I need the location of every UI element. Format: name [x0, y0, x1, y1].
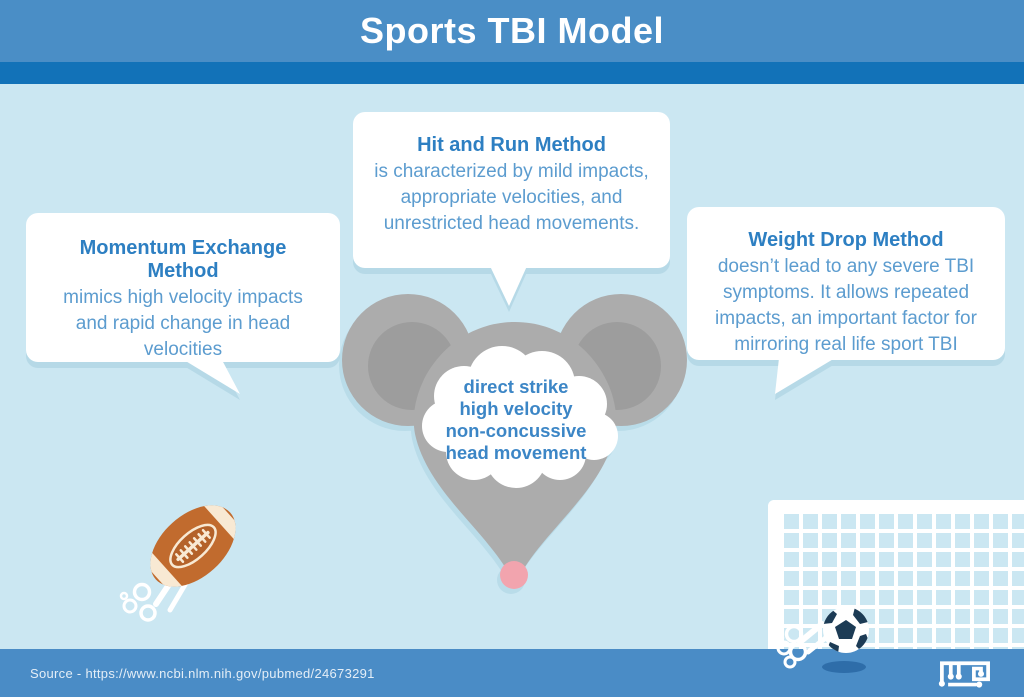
page-title: Sports TBI Model: [360, 10, 664, 51]
bubble-hit-and-run: Hit and Run Method is characterized by m…: [353, 112, 670, 306]
cloud-line: head movement: [445, 442, 587, 463]
thought-cloud-text: direct strike high velocity non-concussi…: [424, 376, 608, 464]
bubble-weightdrop-title: Weight Drop Method: [748, 229, 944, 251]
thought-cloud-icon: [422, 346, 618, 488]
bubble-hitrun-title: Hit and Run Method: [417, 134, 606, 156]
motion-trail-icon: [775, 621, 831, 669]
header-bar: Sports TBI Model: [0, 0, 1024, 62]
cloud-line: non-concussive: [445, 420, 587, 441]
header-accent-strip: [0, 62, 1024, 84]
speech-bubble-tail-icon: [490, 266, 527, 306]
footer-bar: Source - https://www.ncbi.nlm.nih.gov/pu…: [0, 649, 1024, 697]
mle-circuit-logo-icon: [938, 661, 990, 688]
bubble-momentum-body: mimics high velocity impacts and rapid c…: [63, 287, 303, 360]
bubble-hitrun-body: is characterized by mild impacts, approp…: [374, 161, 649, 234]
mouse-illustration: [336, 284, 692, 594]
cloud-line: high velocity: [459, 398, 573, 419]
source-text: Source - https://www.ncbi.nlm.nih.gov/pu…: [30, 665, 375, 681]
speech-bubble-tail-icon: [184, 360, 240, 394]
cloud-line: direct strike: [463, 376, 569, 397]
mouse-nose: [500, 561, 528, 589]
speech-bubble-tail-icon: [775, 358, 835, 394]
bubble-weightdrop-body: doesn’t lead to any severe TBI symptoms.…: [715, 256, 977, 355]
mouse-head-icon: [342, 294, 687, 589]
bubble-momentum-title: Momentum Exchange Method: [79, 237, 287, 282]
football-illustration: [112, 482, 282, 632]
football-icon: [119, 489, 251, 622]
goal-post: [768, 500, 782, 649]
bubble-weight-drop: Weight Drop Method doesn’t lead to any s…: [687, 207, 1005, 394]
soccer-ball-shadow: [822, 661, 866, 673]
goal-crossbar: [768, 500, 1024, 512]
soccer-ball-icon: [823, 607, 869, 653]
bubble-momentum-exchange: Momentum Exchange Method mimics high vel…: [26, 213, 340, 394]
